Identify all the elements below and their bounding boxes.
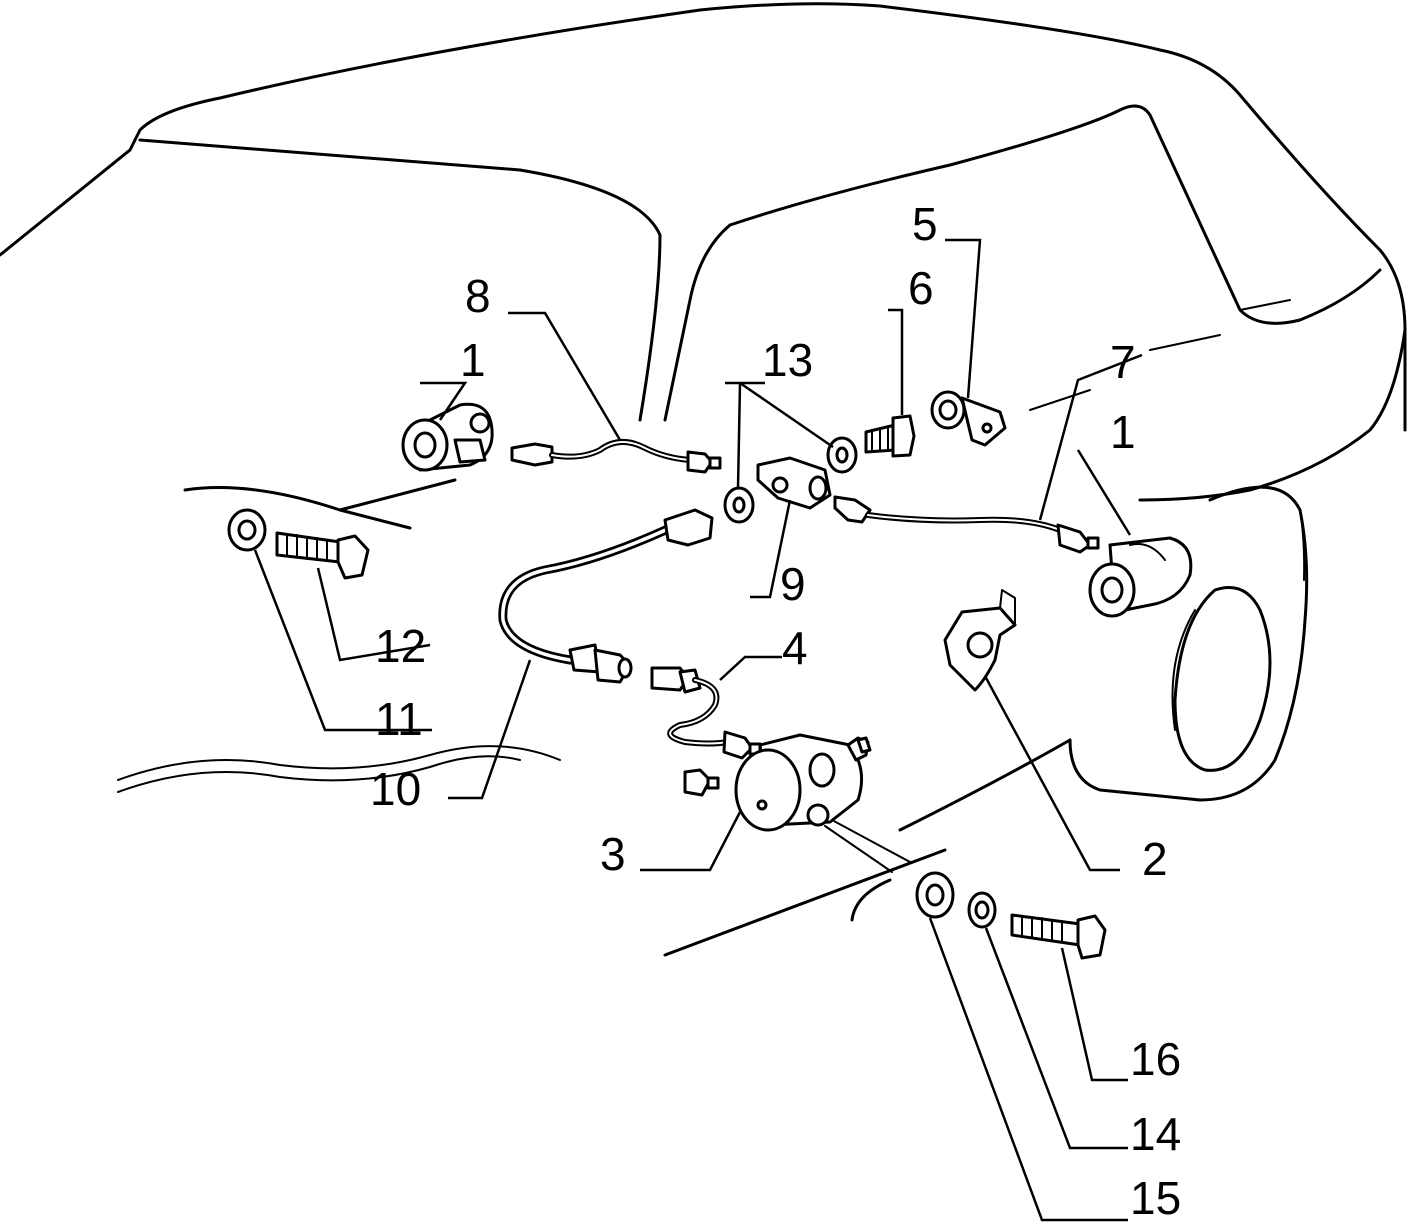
callout-11: 11 bbox=[375, 693, 423, 745]
copper-washers bbox=[723, 436, 858, 524]
banjo-bolt bbox=[864, 414, 916, 458]
callout-labels: 1 1 2 3 4 5 6 7 8 9 10 11 12 13 14 15 16 bbox=[370, 198, 1181, 1224]
callout-2: 2 bbox=[1142, 833, 1168, 885]
callout-9: 9 bbox=[780, 558, 806, 610]
callout-10: 10 bbox=[370, 763, 421, 815]
car-body-outline bbox=[0, 2, 1407, 957]
callout-14: 14 bbox=[1130, 1108, 1181, 1160]
wheel-cylinder-right bbox=[1088, 536, 1193, 618]
regulator-pipe bbox=[650, 666, 762, 760]
brake-pipe-left bbox=[510, 439, 722, 474]
brake-pipe-right bbox=[833, 495, 1100, 554]
mounting-clip bbox=[943, 589, 1017, 692]
callout-3: 3 bbox=[600, 828, 626, 880]
hose-bracket bbox=[930, 390, 1007, 447]
callout-6: 6 bbox=[908, 262, 934, 314]
callout-16: 16 bbox=[1130, 1033, 1181, 1085]
bolt-set-right bbox=[915, 871, 1107, 960]
callout-1-left: 1 bbox=[460, 334, 486, 386]
leader-lines bbox=[253, 238, 1143, 1222]
callout-15: 15 bbox=[1130, 1172, 1181, 1224]
union-fitting bbox=[756, 456, 832, 510]
bolt-set-left bbox=[227, 508, 370, 580]
callout-1-right: 1 bbox=[1110, 406, 1136, 458]
brake-pressure-regulator bbox=[683, 733, 872, 832]
callout-4: 4 bbox=[782, 622, 808, 674]
flexible-brake-hose bbox=[498, 508, 714, 684]
callout-13: 13 bbox=[762, 334, 813, 386]
callout-12: 12 bbox=[375, 620, 426, 672]
callout-8: 8 bbox=[465, 270, 491, 322]
wheel-cylinder-left bbox=[401, 402, 494, 472]
callout-5: 5 bbox=[912, 198, 938, 250]
callout-7: 7 bbox=[1110, 336, 1136, 388]
